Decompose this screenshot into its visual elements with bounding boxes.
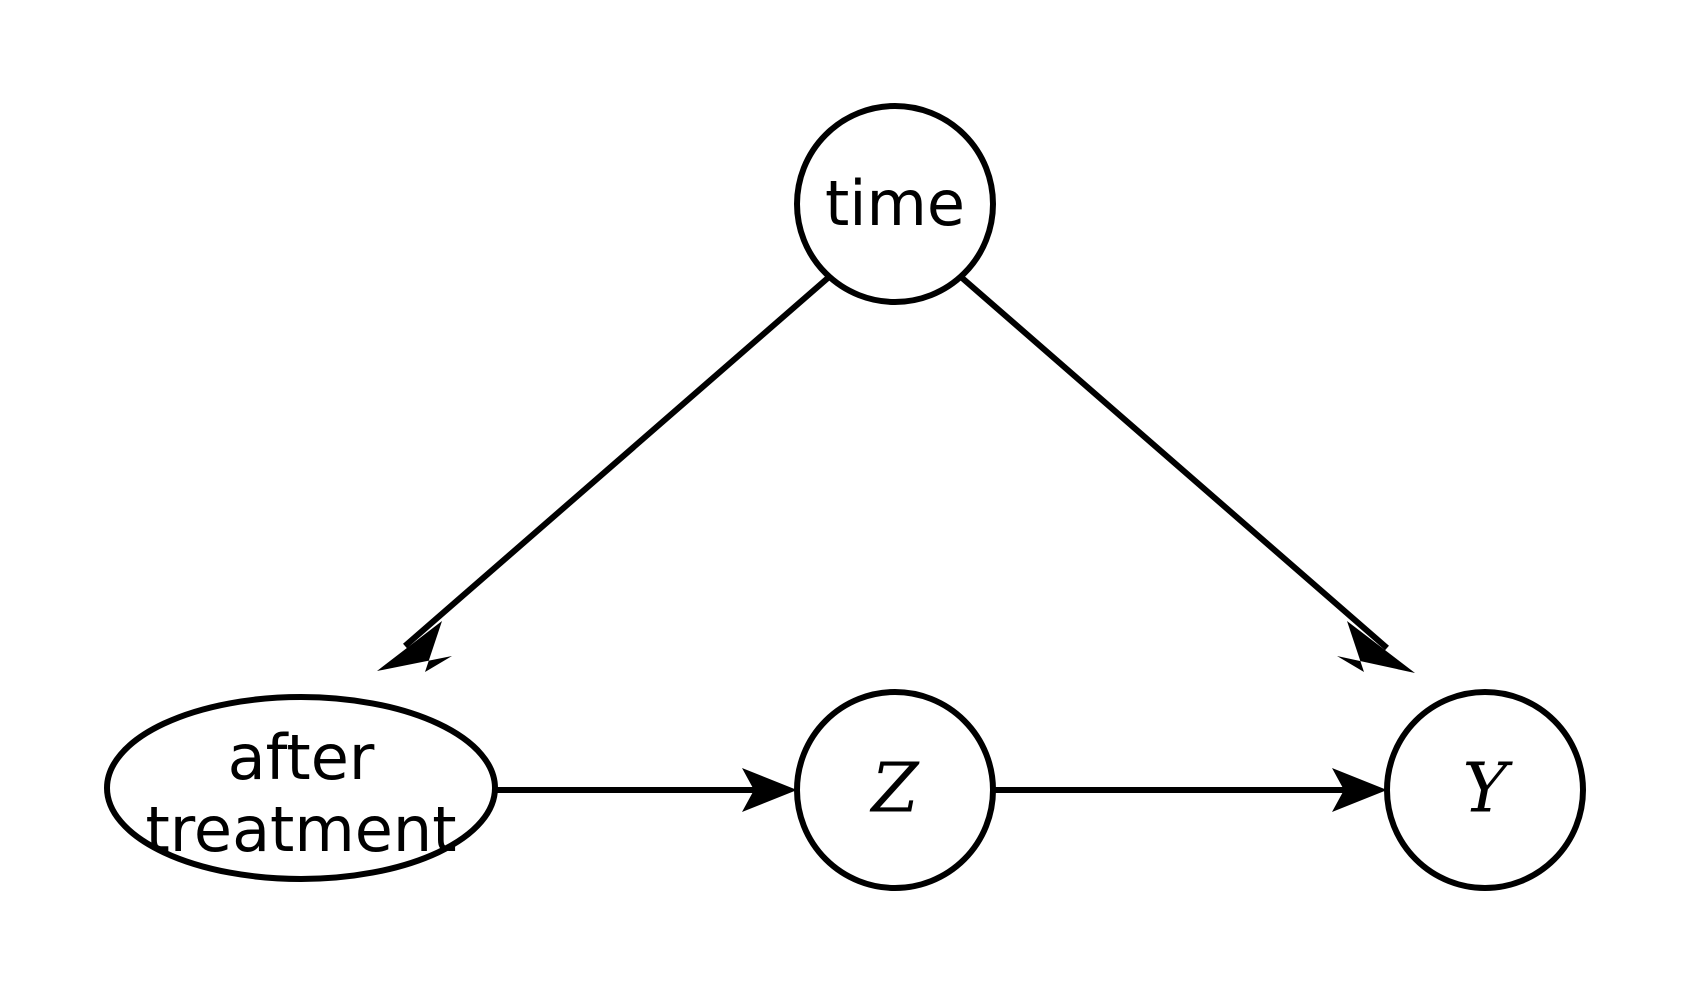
edge-time-to-after-treatment bbox=[377, 274, 831, 672]
node-time-label: time bbox=[825, 167, 965, 240]
edge-line bbox=[403, 274, 831, 649]
edge-line bbox=[959, 274, 1389, 651]
node-z[interactable]: Z bbox=[794, 689, 996, 891]
edge-z-to-y bbox=[993, 768, 1387, 812]
node-after-treatment-label-line2: treatment bbox=[145, 793, 456, 866]
arrowhead-icon bbox=[1337, 621, 1415, 673]
node-time-circle[interactable] bbox=[794, 103, 996, 305]
edge-after-treatment-to-z bbox=[495, 768, 797, 812]
node-after-treatment-label-line1: after bbox=[228, 721, 375, 794]
arrowhead-icon bbox=[1332, 768, 1387, 812]
edge-time-to-y bbox=[959, 274, 1415, 673]
node-time[interactable]: time bbox=[794, 103, 996, 305]
node-after-treatment[interactable]: after treatment bbox=[104, 694, 498, 882]
node-y-circle[interactable] bbox=[1384, 689, 1586, 891]
node-y-label: Y bbox=[1463, 750, 1514, 829]
arrowhead-icon bbox=[742, 768, 797, 812]
node-z-label: Z bbox=[869, 750, 920, 829]
arrowhead-icon bbox=[377, 621, 452, 672]
node-y[interactable]: Y bbox=[1384, 689, 1586, 891]
node-z-circle[interactable] bbox=[794, 689, 996, 891]
node-after-treatment-ellipse[interactable] bbox=[104, 694, 498, 882]
